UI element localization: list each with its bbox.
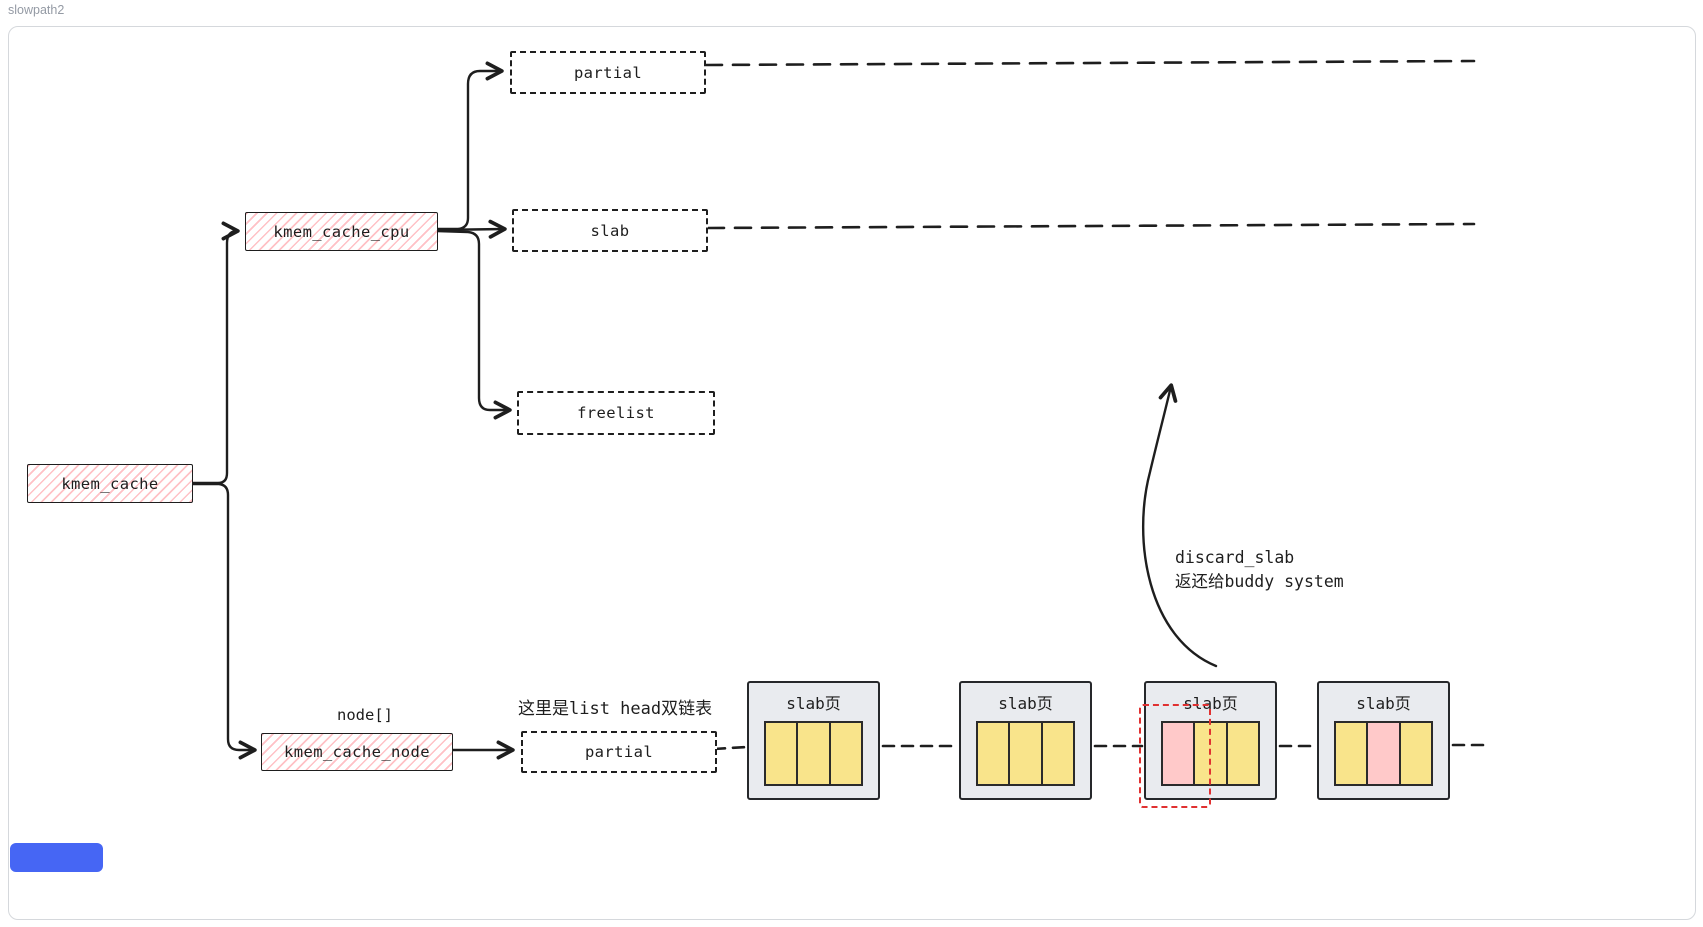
discard-slab-annotation-line1: discard_slab — [1175, 548, 1295, 567]
slab-slot — [1040, 721, 1075, 786]
slab-page-label: slab页 — [1183, 694, 1238, 713]
slab-slot — [1225, 721, 1260, 786]
slab-slot — [976, 721, 1011, 786]
discard-slab-annotation-line2: 返还给buddy system — [1175, 572, 1344, 591]
kmem-cache-cpu-label: kmem_cache_cpu — [273, 222, 410, 241]
slab-slots — [1334, 721, 1433, 786]
cpu-slab-label: slab — [590, 221, 630, 240]
cpu-partial-box: partial — [510, 51, 706, 94]
slab-page-label: slab页 — [1356, 694, 1411, 713]
slab-page-1: slab页 — [959, 681, 1092, 800]
cpu-partial-label: partial — [573, 63, 643, 82]
slab-slots — [976, 721, 1075, 786]
cpu-freelist-box: freelist — [517, 391, 715, 435]
slab-slot — [1366, 721, 1401, 786]
slab-slot — [1008, 721, 1043, 786]
kmem-cache-box: kmem_cache — [27, 464, 193, 503]
slab-slots — [764, 721, 863, 786]
slab-page-3: slab页 — [1317, 681, 1450, 800]
node-partial-label: partial — [584, 743, 654, 761]
cpu-slab-box: slab — [512, 209, 708, 252]
node-array-label: node[] — [337, 706, 393, 724]
frame-border — [8, 26, 1696, 920]
kmem-cache-cpu-box: kmem_cache_cpu — [245, 212, 438, 251]
list-head-annotation: 这里是list head双链表 — [518, 699, 713, 719]
kmem-cache-label: kmem_cache — [61, 474, 159, 493]
slab-page-label: slab页 — [786, 694, 841, 713]
discard-slab-highlight — [1139, 704, 1211, 808]
slab-slot — [1398, 721, 1433, 786]
slab-slot — [796, 721, 831, 786]
discard-slab-annotation: discard_slab 返还给buddy system — [1175, 546, 1344, 594]
slab-slot — [1334, 721, 1369, 786]
node-partial-box: partial — [521, 731, 717, 773]
slab-page-label: slab页 — [998, 694, 1053, 713]
cpu-freelist-label: freelist — [577, 404, 655, 422]
kmem-cache-node-box: kmem_cache_node — [261, 733, 453, 771]
slab-page-0: slab页 — [747, 681, 880, 800]
slab-slot — [1161, 721, 1196, 786]
slab-slot — [828, 721, 863, 786]
kmem-cache-node-label: kmem_cache_node — [284, 743, 430, 761]
frame-title: slowpath2 — [8, 3, 65, 17]
slab-slot — [764, 721, 799, 786]
blue-panel — [10, 843, 103, 872]
